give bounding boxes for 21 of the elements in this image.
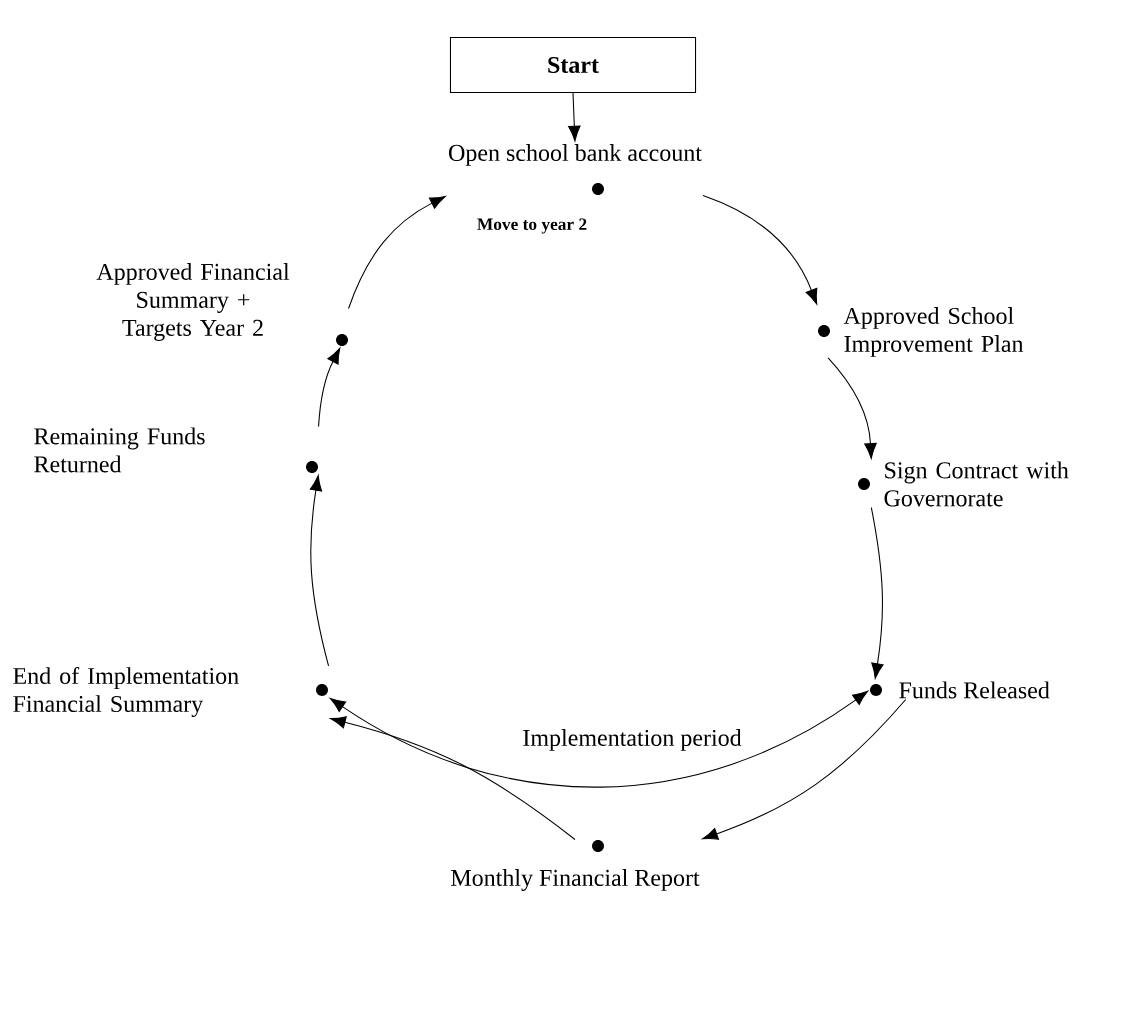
arrow bbox=[330, 716, 576, 840]
arrow bbox=[702, 195, 818, 305]
start-box: Start bbox=[449, 37, 697, 93]
edge-label: Implementation period bbox=[521, 727, 743, 753]
step-label: Remaining Funds Returned bbox=[34, 427, 205, 473]
step-label: End of Implementation Financial Summary bbox=[13, 666, 239, 718]
edge-label: Move to year 2 bbox=[475, 217, 589, 235]
arrow bbox=[329, 690, 869, 788]
step-label: Monthly Financial Report bbox=[451, 869, 700, 891]
arrow bbox=[827, 357, 877, 459]
arrow bbox=[568, 92, 581, 142]
arrow bbox=[318, 347, 341, 428]
step-label: Sign Contract with Governorate bbox=[884, 461, 1069, 507]
step-label: Approved School Improvement Plan bbox=[843, 307, 1024, 357]
arrow bbox=[309, 475, 330, 667]
arrow bbox=[870, 506, 884, 679]
arrow bbox=[702, 698, 907, 840]
step-label: Approved Financial Summary + Targets Year 2 bbox=[96, 263, 290, 341]
step-label: Open school bank account bbox=[449, 144, 702, 166]
step-label: Funds Released bbox=[899, 681, 1050, 699]
arrow bbox=[348, 195, 446, 310]
